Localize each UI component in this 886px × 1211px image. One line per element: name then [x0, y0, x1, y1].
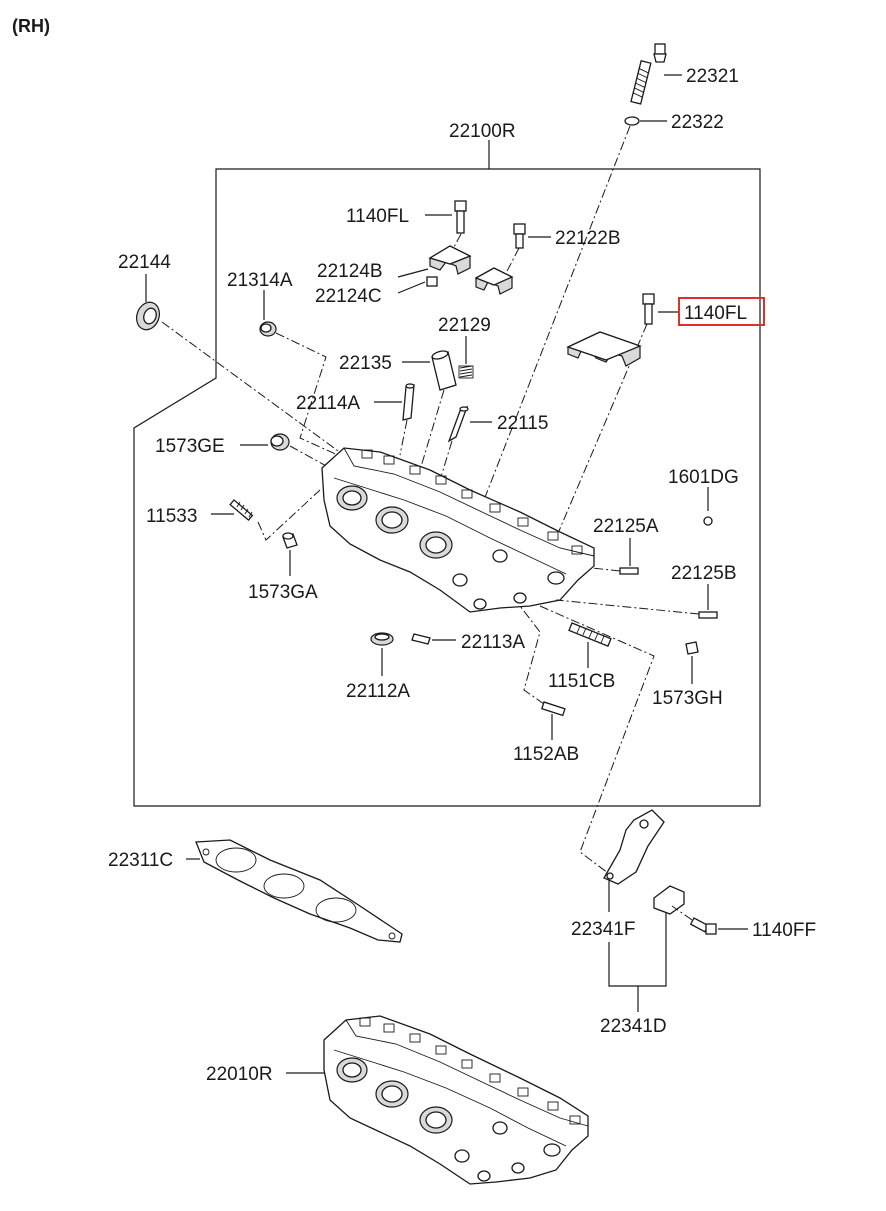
label-11533: 11533	[146, 506, 197, 527]
centerline-22135	[419, 389, 445, 471]
cam-cap-22124b[interactable]	[428, 245, 472, 275]
assembly-outline	[133, 168, 761, 807]
label-21314a: 21314A	[227, 270, 293, 291]
label-22124b: 22124B	[317, 261, 383, 282]
centerline-22321	[481, 125, 631, 506]
label-22321: 22321	[686, 66, 739, 87]
spring-22129[interactable]	[458, 365, 474, 379]
label-22144: 22144	[118, 252, 171, 273]
label-22322: 22322	[671, 112, 724, 133]
centerline-1573ge	[289, 445, 331, 469]
centerline-22114a	[399, 419, 408, 456]
highlight-box-1140fl	[678, 297, 765, 326]
leader-22124c	[397, 281, 426, 294]
centerline-1140ff	[671, 905, 693, 921]
stud-1152ab[interactable]	[541, 701, 566, 717]
label-1601dg: 1601DG	[668, 467, 739, 488]
bolt-22122b[interactable]	[513, 223, 526, 249]
stud-22125b[interactable]	[698, 611, 718, 619]
centerline-22125b	[555, 599, 700, 615]
centerline-21314a	[275, 332, 341, 457]
label-1573gh: 1573GH	[652, 688, 723, 709]
centerline-22144	[161, 321, 346, 457]
cam-cap-bridge[interactable]	[566, 331, 642, 367]
cam-cap-22124c[interactable]	[474, 267, 514, 295]
oil-seal-22144[interactable]	[133, 299, 163, 333]
label-22341d: 22341D	[600, 1016, 667, 1037]
label-1140fl-upper: 1140FL	[346, 206, 409, 227]
label-22100r: 22100R	[449, 121, 516, 142]
head-gasket-22311c[interactable]	[195, 839, 403, 943]
label-22113a: 22113A	[461, 632, 525, 653]
centerline-11533	[257, 489, 321, 541]
label-22341f: 22341F	[571, 919, 635, 940]
label-22135: 22135	[339, 353, 392, 374]
label-1573ge: 1573GE	[155, 436, 225, 457]
centerline-22125a	[591, 567, 621, 572]
label-22114a: 22114A	[296, 393, 360, 414]
guide-22114a[interactable]	[402, 383, 415, 421]
centerline-1152ab	[519, 605, 545, 705]
centerline-bracket	[539, 605, 655, 877]
cylinder-head-22010r[interactable]	[323, 1015, 589, 1185]
plug-21314a[interactable]	[259, 321, 277, 337]
dowel-22124c[interactable]	[426, 276, 438, 287]
stud-1151cb[interactable]	[568, 622, 612, 647]
stud-11533[interactable]	[229, 499, 254, 521]
label-22010r: 22010R	[206, 1064, 273, 1085]
bolt-1140fl-highlighted[interactable]	[642, 293, 655, 325]
stud-22125a[interactable]	[619, 567, 639, 575]
label-1140ff: 1140FF	[752, 920, 816, 941]
label-22129: 22129	[438, 315, 491, 336]
plug-1573ga[interactable]	[282, 532, 298, 549]
label-1573ga: 1573GA	[248, 582, 318, 603]
label-22122b: 22122B	[555, 228, 621, 249]
label-22115: 22115	[497, 413, 548, 434]
washer-22322[interactable]	[624, 116, 640, 126]
centerline-22115	[439, 440, 453, 481]
seal-22112a[interactable]	[370, 632, 394, 646]
keeper-22113a[interactable]	[411, 633, 431, 645]
label-22124c: 22124C	[315, 286, 382, 307]
plug-1573ge[interactable]	[270, 433, 290, 451]
label-1152ab: 1152AB	[513, 744, 579, 765]
bolt-22321[interactable]	[630, 43, 667, 105]
bolt-1140fl-upper[interactable]	[454, 200, 467, 234]
label-22125b: 22125B	[671, 563, 737, 584]
guide-22115[interactable]	[447, 405, 469, 443]
side-label: (RH)	[12, 16, 50, 36]
label-22125a: 22125A	[593, 516, 659, 537]
tappet-22135[interactable]	[431, 350, 457, 391]
bolt-1140ff[interactable]	[689, 917, 717, 935]
label-22311c: 22311C	[108, 850, 173, 871]
label-1140fl-highlighted[interactable]: 1140FL	[684, 303, 747, 324]
plug-1573gh[interactable]	[685, 641, 699, 655]
centerline-22122b	[504, 247, 520, 276]
plug-1601dg[interactable]	[703, 516, 713, 526]
label-22112a: 22112A	[346, 681, 410, 702]
cylinder-head-assembly[interactable]	[321, 447, 595, 613]
label-1151cb: 1151CB	[548, 671, 615, 692]
bracket-22341d-clip[interactable]	[653, 885, 685, 915]
leader-22124b	[397, 268, 429, 278]
bracket-22341f[interactable]	[603, 809, 665, 885]
